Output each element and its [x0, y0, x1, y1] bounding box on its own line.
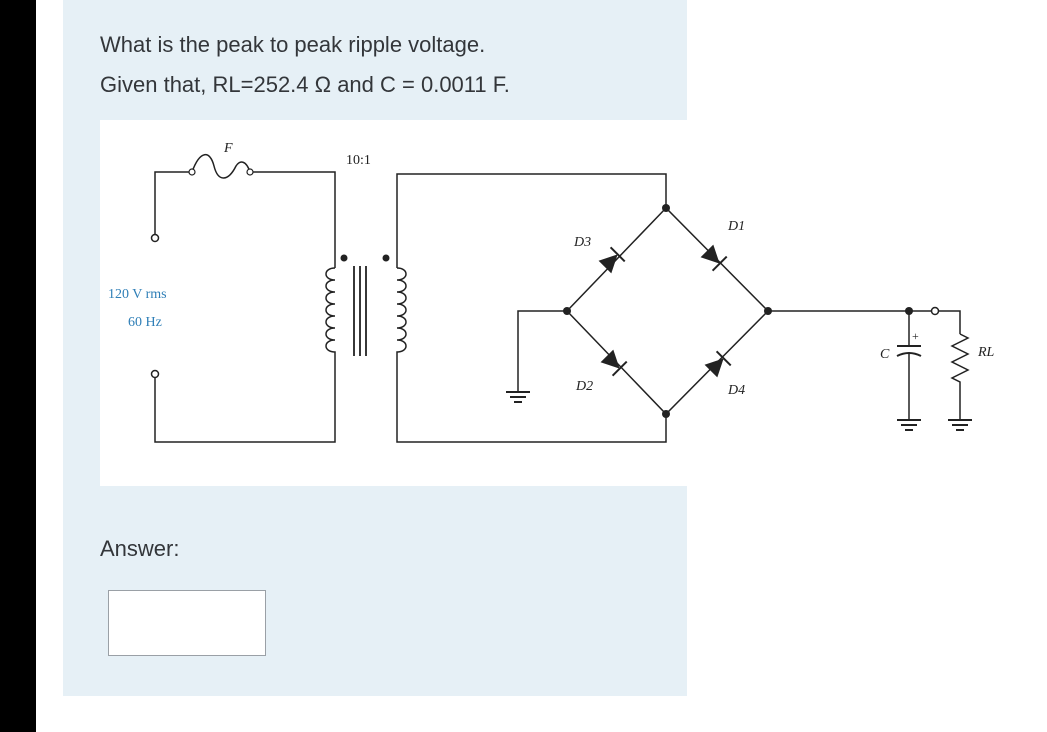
left-edge-bar	[0, 0, 36, 732]
primary-circuit: F 120 V rms 60 Hz	[108, 141, 336, 443]
input-terminal-bottom	[150, 369, 160, 379]
capacitor-icon	[896, 311, 922, 431]
load-resistor-icon	[948, 333, 972, 431]
fuse-icon	[191, 154, 251, 179]
diode-d1-label: D1	[727, 219, 745, 234]
fuse-label: F	[223, 141, 233, 156]
capacitor-label: C	[880, 347, 890, 362]
capacitor-polarity-label: +	[912, 329, 919, 343]
diode-d2-icon	[600, 349, 628, 377]
diode-d4-label: D4	[727, 383, 745, 398]
diode-d3-icon	[598, 246, 626, 274]
answer-label: Answer:	[100, 536, 180, 561]
load-resistor-label: RL	[977, 345, 995, 360]
diode-d2-label: D2	[575, 379, 593, 394]
diode-d4-icon	[704, 350, 732, 378]
transformer-icon: 10:1	[325, 153, 667, 443]
source-frequency-label: 60 Hz	[128, 315, 162, 330]
circuit-diagram: F 120 V rms 60 Hz 10:1	[100, 120, 1047, 486]
bridge-rectifier: D3 D1 D2 D4	[563, 204, 772, 424]
diode-d1-icon	[700, 244, 728, 272]
ground-left-icon	[506, 310, 567, 403]
question-text: What is the peak to peak ripple voltage.	[100, 32, 486, 57]
diode-d3-label: D3	[573, 235, 591, 250]
answer-input[interactable]	[108, 590, 266, 656]
transformer-ratio-label: 10:1	[346, 153, 371, 168]
question-given-values: Given that, RL=252.4 Ω and C = 0.0011 F.	[100, 72, 510, 97]
input-terminal-top	[150, 233, 160, 243]
output-filter: C + RL	[768, 306, 995, 431]
source-voltage-label: 120 V rms	[108, 287, 167, 302]
